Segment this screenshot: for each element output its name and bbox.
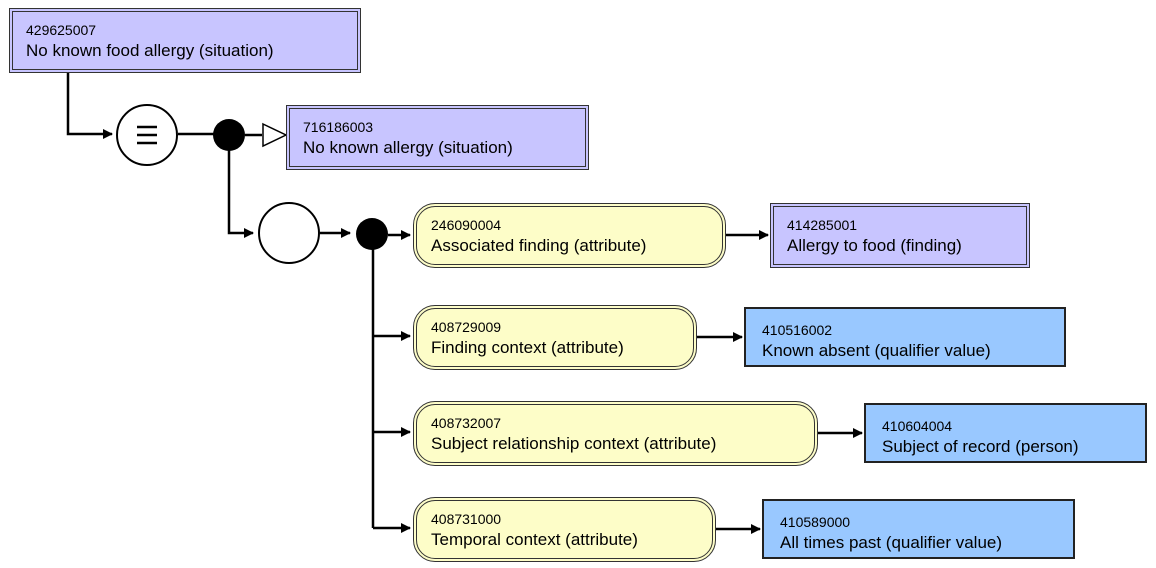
value-id: 410604004 <box>882 418 953 434</box>
attribute-group-node <box>258 202 320 264</box>
parent-concept-id: 716186003 <box>303 119 374 135</box>
attribute-term: Subject relationship context (attribute) <box>431 434 717 453</box>
value-allergy-to-food[interactable]: 414285001 Allergy to food (finding) <box>770 203 1030 268</box>
value-id: 410589000 <box>780 514 851 530</box>
value-term: All times past (qualifier value) <box>780 533 1003 552</box>
attribute-term: Associated finding (attribute) <box>431 236 647 255</box>
attribute-temporal-context[interactable]: 408731000 Temporal context (attribute) <box>413 497 716 562</box>
attribute-finding-context[interactable]: 408729009 Finding context (attribute) <box>413 305 697 370</box>
attribute-id: 408732007 <box>431 415 502 431</box>
attribute-id: 246090004 <box>431 217 502 233</box>
focus-concept-box[interactable]: 429625007 No known food allergy (situati… <box>9 8 361 73</box>
value-subject-of-record[interactable]: 410604004 Subject of record (person) <box>864 403 1147 463</box>
conjunction-dot <box>213 119 245 151</box>
isa-arrow-icon <box>262 122 288 148</box>
attribute-term: Temporal context (attribute) <box>431 530 638 549</box>
value-all-times-past[interactable]: 410589000 All times past (qualifier valu… <box>762 499 1075 559</box>
equivalence-icon <box>137 125 157 145</box>
parent-concept-box[interactable]: 716186003 No known allergy (situation) <box>286 105 589 170</box>
attribute-associated-finding[interactable]: 246090004 Associated finding (attribute) <box>413 203 726 268</box>
value-term: Allergy to food (finding) <box>787 236 962 255</box>
conjunction-to-group-connector <box>227 150 254 238</box>
focus-to-equivalence-connector <box>66 72 113 139</box>
group-conjunction-dot <box>356 218 388 250</box>
parent-concept-term: No known allergy (situation) <box>303 138 513 157</box>
attribute-id: 408729009 <box>431 319 502 335</box>
value-known-absent[interactable]: 410516002 Known absent (qualifier value) <box>744 307 1066 367</box>
value-id: 414285001 <box>787 217 858 233</box>
focus-concept-id: 429625007 <box>26 22 97 38</box>
attribute-id: 408731000 <box>431 511 502 527</box>
attribute-term: Finding context (attribute) <box>431 338 624 357</box>
value-term: Known absent (qualifier value) <box>762 341 991 360</box>
value-id: 410516002 <box>762 322 833 338</box>
focus-concept-term: No known food allergy (situation) <box>26 41 274 60</box>
value-term: Subject of record (person) <box>882 437 1079 456</box>
attribute-subject-relationship-context[interactable]: 408732007 Subject relationship context (… <box>413 401 818 466</box>
